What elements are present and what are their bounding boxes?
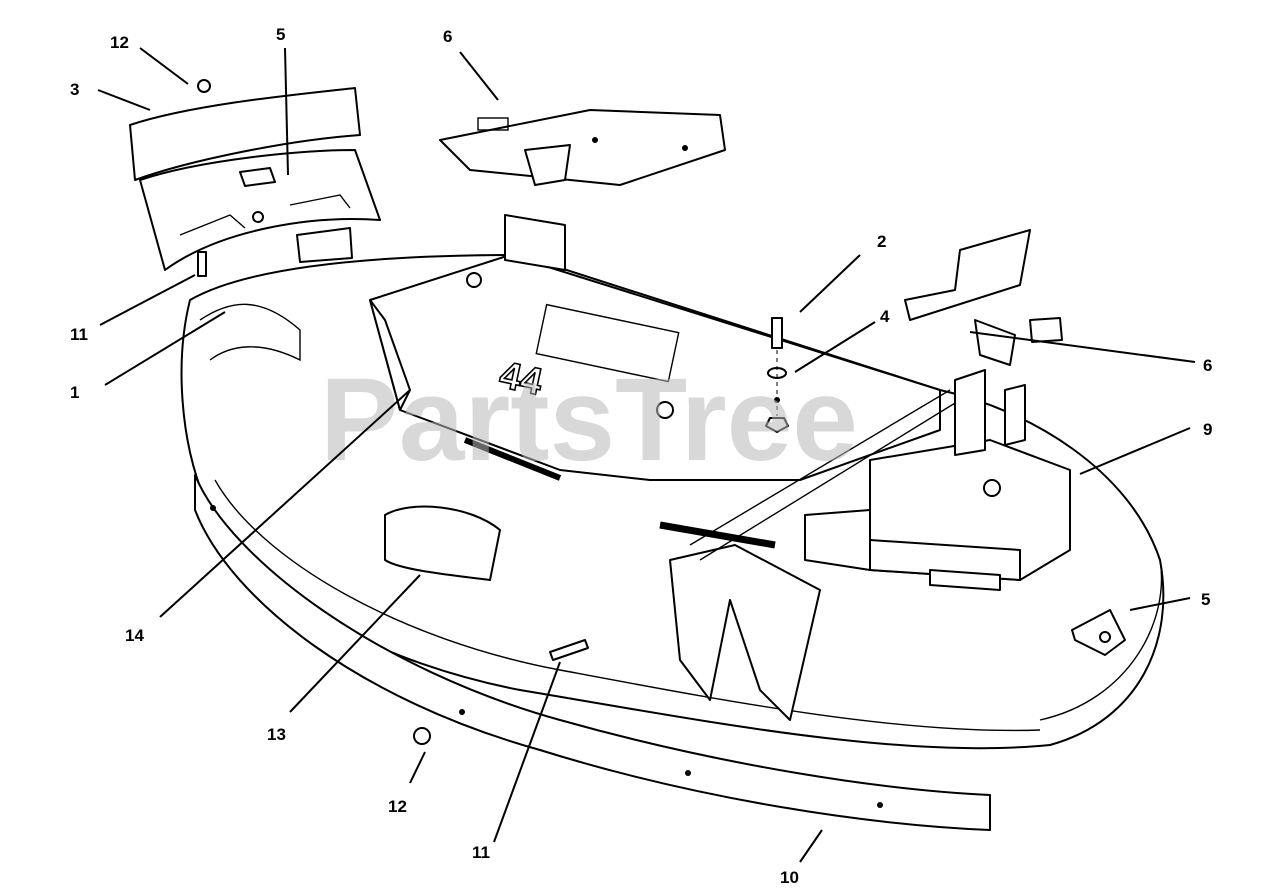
callout-5-right: 5 <box>1201 590 1210 609</box>
deck-top-plate: 44 <box>369 254 941 549</box>
callout-2: 2 <box>877 232 886 251</box>
callout-3: 3 <box>70 80 79 99</box>
callout-14: 14 <box>125 626 144 645</box>
callout-4: 4 <box>880 307 890 326</box>
hardware-bolt-front <box>549 639 589 661</box>
callout-12-top: 12 <box>110 33 129 52</box>
side-hanger-bracket <box>904 229 1063 366</box>
watermark: PartsTree <box>320 354 858 486</box>
callout-11-bottom: 11 <box>472 843 490 862</box>
deck-bracket-5-right <box>1071 609 1126 656</box>
rear-bracket-posts <box>504 214 1026 456</box>
leader-lines <box>97 47 1196 863</box>
belt-cover <box>804 439 1071 591</box>
deck-size-label: 44 <box>496 354 546 404</box>
callout-labels: 12 3 5 6 2 4 6 9 5 11 1 14 13 12 11 10 <box>70 25 1212 887</box>
callout-5-top: 5 <box>276 25 285 44</box>
callout-10: 10 <box>780 868 799 887</box>
rear-hanger-bracket <box>439 109 726 186</box>
callout-12-bottom: 12 <box>388 797 407 816</box>
callout-9: 9 <box>1203 420 1212 439</box>
callout-13: 13 <box>267 725 286 744</box>
vent-plate <box>384 505 501 581</box>
callout-11-left: 11 <box>70 325 88 344</box>
rear-shield-assembly <box>129 79 381 277</box>
front-baffle-bar <box>194 474 991 831</box>
hardware-nut-front <box>413 727 431 745</box>
callout-6-top: 6 <box>443 27 452 46</box>
callout-1: 1 <box>70 383 79 402</box>
callout-6-right: 6 <box>1203 356 1212 375</box>
bolt-and-washer-stack <box>765 317 789 433</box>
discharge-chute <box>669 389 961 721</box>
